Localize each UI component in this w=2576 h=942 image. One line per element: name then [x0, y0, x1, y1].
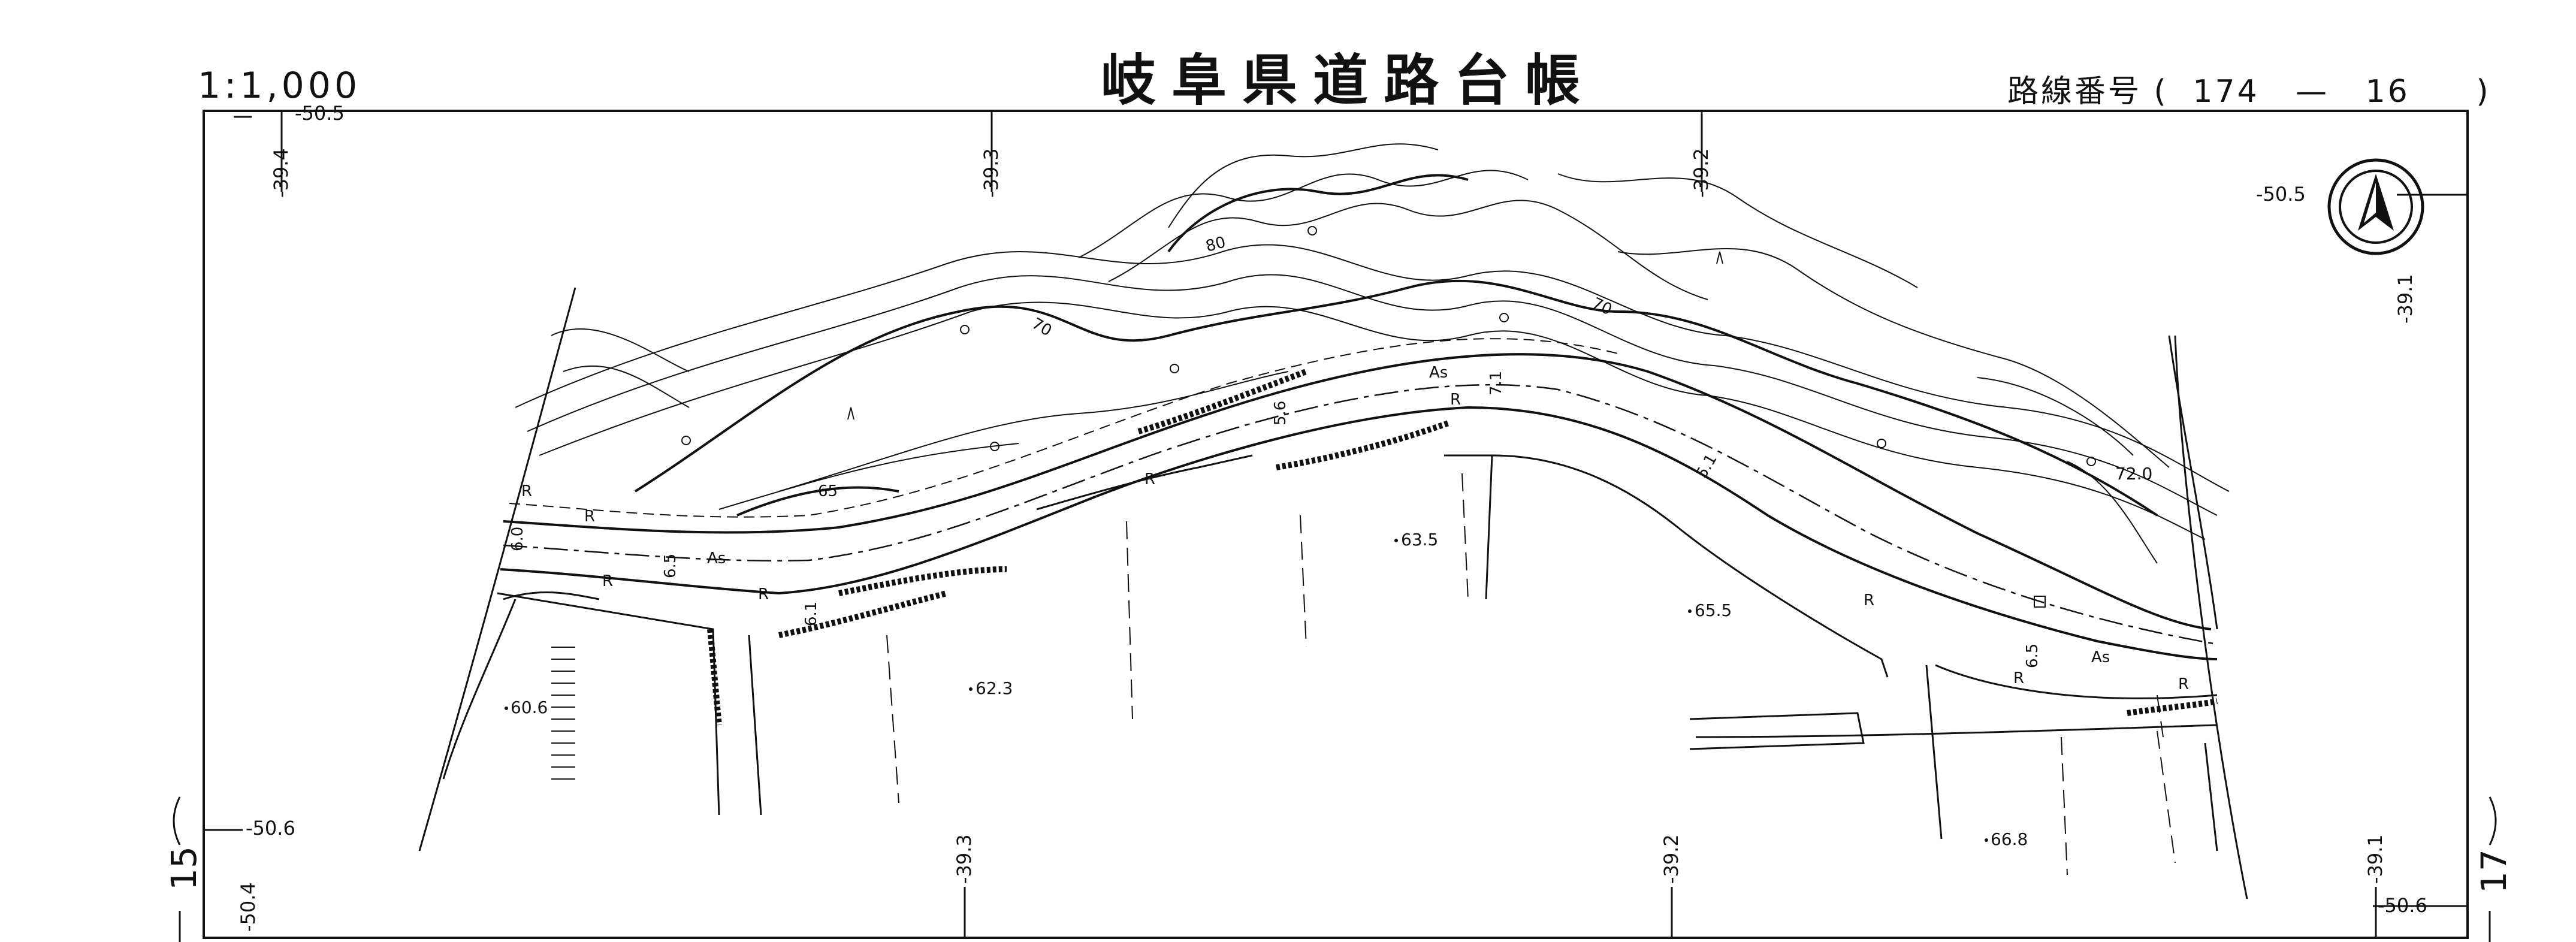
- coord-label: -39.3: [953, 834, 976, 884]
- right-sheet-bracket: [2489, 796, 2497, 846]
- spot-elevation: 63.5: [1401, 530, 1438, 550]
- retaining-label: R: [1144, 470, 1155, 488]
- coord-label: -50.5: [2256, 183, 2306, 206]
- spot-elevation: 60.6: [511, 698, 548, 717]
- contour-label: 70: [1029, 315, 1055, 340]
- retaining-label: R: [1450, 391, 1461, 409]
- side-structures: [418, 287, 2248, 899]
- road-surface-label: As: [2091, 648, 2110, 666]
- contour-label: 70: [1589, 294, 1615, 319]
- road-edges: [500, 353, 2218, 660]
- map-scale: 1:1,000: [198, 65, 361, 107]
- coord-label: -39.2: [1660, 834, 1683, 884]
- land-use-symbols: [681, 226, 2096, 608]
- road-width-label: 5.1: [1693, 451, 1721, 482]
- road-dashed-edge: [509, 338, 1618, 518]
- right-sheet-number: 17: [2473, 849, 2514, 893]
- coord-label: -39.3: [980, 148, 1002, 198]
- retaining-label: R: [521, 482, 532, 500]
- route-number-label: 路線番号: [2007, 74, 2142, 110]
- map-frame: [203, 110, 2469, 939]
- route-number-a: 174: [2193, 74, 2260, 110]
- retaining-label: R: [758, 585, 769, 603]
- road-surface-label: As: [707, 550, 726, 567]
- route-number: 路線番号 ( 174 — 16 ): [2007, 66, 2491, 111]
- coord-label: -39.2: [1690, 148, 1713, 198]
- road-width-label: 7.1: [1487, 371, 1505, 395]
- road-width-label: 6.5: [2024, 644, 2042, 668]
- retaining-label: R: [584, 508, 595, 526]
- coord-label: -39.1: [2364, 834, 2387, 884]
- coord-label: -50.6: [2378, 894, 2427, 917]
- spot-elevations: 60.6 62.3 63.5 65.5 66.8 72.0: [505, 464, 2152, 849]
- left-sheet-bracket: [173, 796, 181, 846]
- coord-label: -39.1: [2394, 274, 2417, 324]
- north-arrow-icon: [2327, 158, 2424, 255]
- road-width-label: 6.0: [509, 527, 527, 551]
- dashed-boundaries: [886, 473, 2176, 875]
- contour-index-lines: [634, 174, 2158, 517]
- hachure-marks: [551, 647, 575, 780]
- contour-label: 65: [818, 482, 838, 500]
- retaining-label: R: [1864, 591, 1874, 609]
- spot-elevation: 72.0: [2115, 464, 2152, 484]
- contour-label: 80: [1204, 233, 1228, 256]
- road-centerline: [503, 384, 2218, 645]
- coord-label: -50.6: [246, 817, 295, 840]
- route-number-b: 16: [2365, 74, 2410, 110]
- coord-label: -50.4: [237, 882, 259, 932]
- coord-label: -50.5: [295, 102, 345, 125]
- retaining-walls: [707, 369, 2218, 726]
- contour-lines: [515, 143, 2230, 564]
- road-width-label: 6.1: [802, 602, 820, 626]
- route-paren-open: (: [2154, 74, 2169, 110]
- road-width-label: 5.6: [1272, 401, 1289, 425]
- spot-elevation: 65.5: [1695, 600, 1732, 620]
- route-dash: —: [2296, 74, 2330, 110]
- retaining-label: R: [2178, 675, 2189, 693]
- left-sheet-number: 15: [163, 846, 204, 890]
- retaining-label: R: [602, 572, 613, 590]
- road-width-label: 6.5: [662, 554, 680, 578]
- road-surface-label: As: [1429, 364, 1448, 382]
- route-paren-close: ): [2476, 74, 2491, 110]
- spot-elevation: 66.8: [1991, 829, 2028, 849]
- retaining-label: R: [2013, 669, 2024, 687]
- map-title: 岐阜県道路台帳: [1100, 49, 1596, 113]
- coord-label: -39.4: [270, 148, 292, 198]
- spot-elevation: 62.3: [976, 678, 1013, 698]
